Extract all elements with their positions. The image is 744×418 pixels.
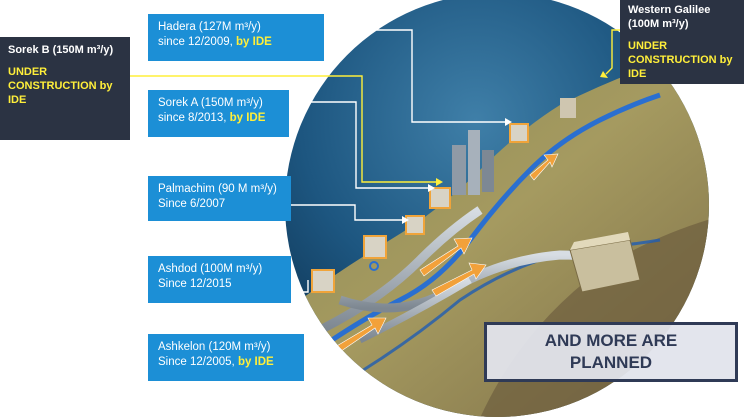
- palmachim-since: Since 6/2007: [158, 198, 226, 210]
- arrowhead-sorek-b: [436, 178, 443, 186]
- more-planned-line1: AND MORE ARE: [544, 331, 678, 350]
- connector-hadera: [323, 29, 505, 123]
- western-galilee-status: UNDER CONSTRUCTION by IDE: [628, 40, 733, 80]
- more-planned-line2: PLANNED: [569, 353, 653, 372]
- connector-sorek-b: [108, 75, 436, 183]
- label-hadera: Hadera (127M m³/y) since 12/2009, by IDE: [148, 14, 324, 61]
- ashdod-name: Ashdod (100M m³/y): [158, 263, 263, 275]
- city-towers: [452, 130, 494, 195]
- sorek-b-status: UNDER CONSTRUCTION by IDE: [8, 66, 113, 106]
- ashkelon-since: Since 12/2005,: [158, 356, 235, 368]
- hadera-by: by IDE: [236, 36, 272, 48]
- label-ashkelon: Ashkelon (120M m³/y) Since 12/2005, by I…: [148, 334, 304, 381]
- pipe-3: [358, 276, 472, 344]
- pipe-1: [317, 206, 483, 335]
- connector-ashdod: [290, 280, 309, 293]
- sorek-a-by: by IDE: [229, 112, 266, 124]
- connector-palmachim: [290, 204, 402, 221]
- label-sorek-a: Sorek A (150M m³/y) since 8/2013, by IDE: [148, 90, 289, 137]
- connector-sorek-a: [288, 101, 428, 189]
- flow-arrow-4: [529, 153, 559, 181]
- panel-sorek-b: Sorek B (150M m³/y) UNDER CONSTRUCTION b…: [0, 37, 130, 140]
- label-palmachim: Palmachim (90 M m³/y) Since 6/2007: [148, 176, 291, 221]
- ashkelon-name: Ashkelon (120M m³/y): [158, 341, 271, 353]
- ashdod-since: Since 12/2015: [158, 278, 232, 290]
- flow-arrow-2: [419, 237, 473, 277]
- label-ashdod: Ashdod (100M m³/y) Since 12/2015: [148, 256, 291, 303]
- arrowhead-hadera: [505, 118, 512, 126]
- arrowhead-palmachim: [402, 216, 409, 224]
- western-galilee-title: Western Galilee (100M m³/y): [628, 4, 711, 30]
- arrowhead-sorek-a: [428, 184, 435, 192]
- flow-arrow-3: [431, 262, 487, 297]
- connector-western-galilee: [605, 29, 620, 75]
- sorek-b-title: Sorek B (150M m³/y): [8, 44, 114, 56]
- ashkelon-by: by IDE: [237, 356, 274, 368]
- plant-buildings: [311, 98, 641, 293]
- panel-western-galilee: Western Galilee (100M m³/y) UNDER CONSTR…: [620, 0, 744, 84]
- hadera-name: Hadera (127M m³/y): [158, 21, 261, 33]
- sorek-a-name: Sorek A (150M m³/y): [158, 97, 263, 109]
- sorek-a-since: since 8/2013,: [158, 112, 227, 124]
- palmachim-name: Palmachim (90 M m³/y): [158, 183, 277, 195]
- marker-ring: [369, 261, 379, 271]
- arrowhead-western-galilee: [600, 71, 608, 78]
- hadera-since: since 12/2009,: [158, 36, 233, 48]
- more-planned-banner: AND MORE ARE PLANNED: [484, 322, 738, 382]
